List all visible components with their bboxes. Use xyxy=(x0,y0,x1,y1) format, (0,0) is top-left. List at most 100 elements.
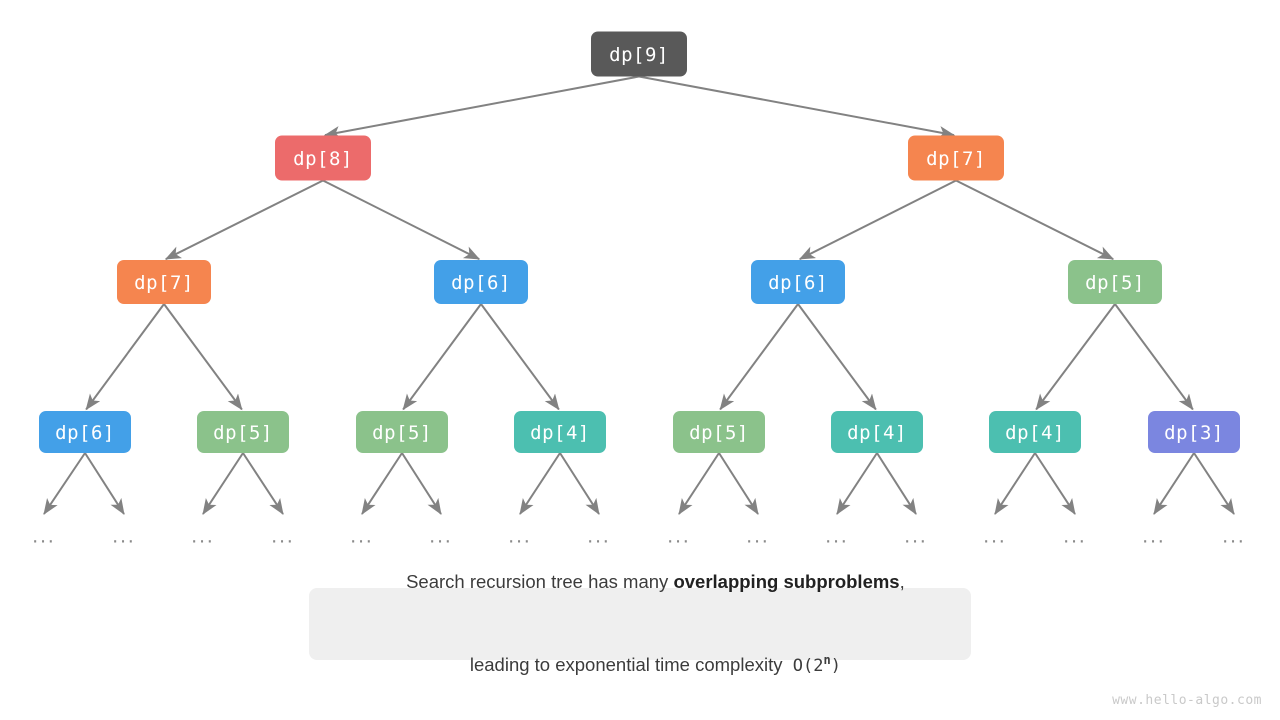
ellipsis-layer: ........................................… xyxy=(32,525,1246,548)
tree-edge-to-ellipsis xyxy=(401,452,442,515)
tree-node[interactable]: dp[4] xyxy=(989,411,1081,453)
node-label: dp[5] xyxy=(1085,272,1145,294)
complexity-base: O(2 xyxy=(792,656,824,677)
tree-node[interactable]: dp[6] xyxy=(434,260,528,304)
watermark: www.hello-algo.com xyxy=(1112,693,1262,708)
tree-node[interactable]: dp[7] xyxy=(117,260,211,304)
node-label: dp[4] xyxy=(530,422,590,444)
caption-line-1: Search recursion tree has many overlappi… xyxy=(375,540,905,623)
tree-node[interactable]: dp[9] xyxy=(591,31,687,77)
tree-edge-to-ellipsis xyxy=(43,452,86,515)
ellipsis-marker: ... xyxy=(746,525,770,548)
node-box[interactable] xyxy=(989,411,1081,453)
tree-edge xyxy=(719,303,799,411)
node-box[interactable] xyxy=(356,411,448,453)
tree-node[interactable]: dp[5] xyxy=(1068,260,1162,304)
tree-edge xyxy=(797,303,877,411)
ellipsis-marker: ... xyxy=(825,525,849,548)
ellipsis-marker: ... xyxy=(191,525,215,548)
tree-edge-to-ellipsis xyxy=(836,452,878,515)
tree-edge xyxy=(322,179,481,260)
caption-box: Search recursion tree has many overlappi… xyxy=(309,571,971,676)
caption-line1-prefix: Search recursion tree has many xyxy=(406,571,674,593)
tree-edge-to-ellipsis xyxy=(876,452,917,515)
tree-edge-to-ellipsis xyxy=(718,452,759,515)
node-box[interactable] xyxy=(831,411,923,453)
node-box[interactable] xyxy=(751,260,845,304)
node-box[interactable] xyxy=(591,31,687,77)
tree-edge xyxy=(798,179,957,260)
node-box[interactable] xyxy=(1068,260,1162,304)
caption-line1-suffix: , xyxy=(899,571,905,593)
tree-node[interactable]: dp[3] xyxy=(1148,411,1240,453)
tree-edge xyxy=(1035,303,1116,411)
caption-line1-bold: overlapping subproblems xyxy=(673,571,900,593)
tree-edge-to-ellipsis xyxy=(84,452,125,515)
node-label: dp[9] xyxy=(609,44,669,66)
tree-edge xyxy=(1114,303,1194,411)
tree-node[interactable]: dp[4] xyxy=(831,411,923,453)
tree-node[interactable]: dp[6] xyxy=(751,260,845,304)
node-box[interactable] xyxy=(673,411,765,453)
node-label: dp[5] xyxy=(213,422,273,444)
node-label: dp[6] xyxy=(768,272,828,294)
ellipsis-marker: ... xyxy=(429,525,453,548)
edges-layer xyxy=(85,75,1194,411)
node-label: dp[3] xyxy=(1164,422,1224,444)
node-box[interactable] xyxy=(908,135,1004,181)
ellipsis-marker: ... xyxy=(983,525,1007,548)
node-label: dp[4] xyxy=(1005,422,1065,444)
tree-node[interactable]: dp[5] xyxy=(197,411,289,453)
tree-edge-to-ellipsis xyxy=(202,452,244,515)
node-box[interactable] xyxy=(39,411,131,453)
tree-node[interactable]: dp[8] xyxy=(275,135,371,181)
caption-line2-prefix: leading to exponential time complexity xyxy=(469,654,793,676)
node-label: dp[7] xyxy=(134,272,194,294)
node-box[interactable] xyxy=(275,135,371,181)
tree-edge-to-ellipsis xyxy=(242,452,284,515)
tree-edge xyxy=(164,179,324,260)
tree-edge-to-ellipsis xyxy=(1153,452,1195,515)
tree-node[interactable]: dp[4] xyxy=(514,411,606,453)
node-label: dp[4] xyxy=(847,422,907,444)
node-label: dp[6] xyxy=(451,272,511,294)
node-box[interactable] xyxy=(197,411,289,453)
tree-edge-to-ellipsis xyxy=(1193,452,1235,515)
tree-edge xyxy=(955,179,1115,260)
tree-edge xyxy=(402,303,482,411)
ellipsis-marker: ... xyxy=(904,525,928,548)
ellipsis-marker: ... xyxy=(508,525,532,548)
tree-node[interactable]: dp[5] xyxy=(356,411,448,453)
tree-node[interactable]: dp[5] xyxy=(673,411,765,453)
tree-node[interactable]: dp[6] xyxy=(39,411,131,453)
ellipsis-marker: ... xyxy=(32,525,56,548)
ellipsis-marker: ... xyxy=(1063,525,1087,548)
node-box[interactable] xyxy=(514,411,606,453)
tree-edge xyxy=(163,303,243,411)
node-label: dp[6] xyxy=(55,422,115,444)
tree-edge xyxy=(480,303,560,411)
tree-edge xyxy=(638,75,956,139)
node-label: dp[8] xyxy=(293,148,353,170)
tree-edge-to-ellipsis xyxy=(994,452,1036,515)
node-label: dp[5] xyxy=(372,422,432,444)
node-box[interactable] xyxy=(434,260,528,304)
node-box[interactable] xyxy=(117,260,211,304)
ellipsis-marker: ... xyxy=(271,525,295,548)
complexity-close: ) xyxy=(830,656,841,677)
nodes-layer: dp[9] dp[8] dp[7] dp[7] dp[6] dp[6] dp[5] dp[6]… xyxy=(39,31,1240,453)
complexity-exponent: n xyxy=(823,653,831,668)
node-label: dp[7] xyxy=(926,148,986,170)
tree-node[interactable]: dp[7] xyxy=(908,135,1004,181)
ellipsis-marker: ... xyxy=(1222,525,1246,548)
node-box[interactable] xyxy=(1148,411,1240,453)
ellipsis-marker: ... xyxy=(112,525,136,548)
ellipsis-marker: ... xyxy=(350,525,374,548)
caption-line-2: leading to exponential time complexity O… xyxy=(439,624,841,708)
tree-edge-to-ellipsis xyxy=(559,452,600,515)
tree-edge-to-ellipsis xyxy=(678,452,720,515)
tree-edge-to-ellipsis xyxy=(1034,452,1076,515)
ellipsis-marker: ... xyxy=(1142,525,1166,548)
